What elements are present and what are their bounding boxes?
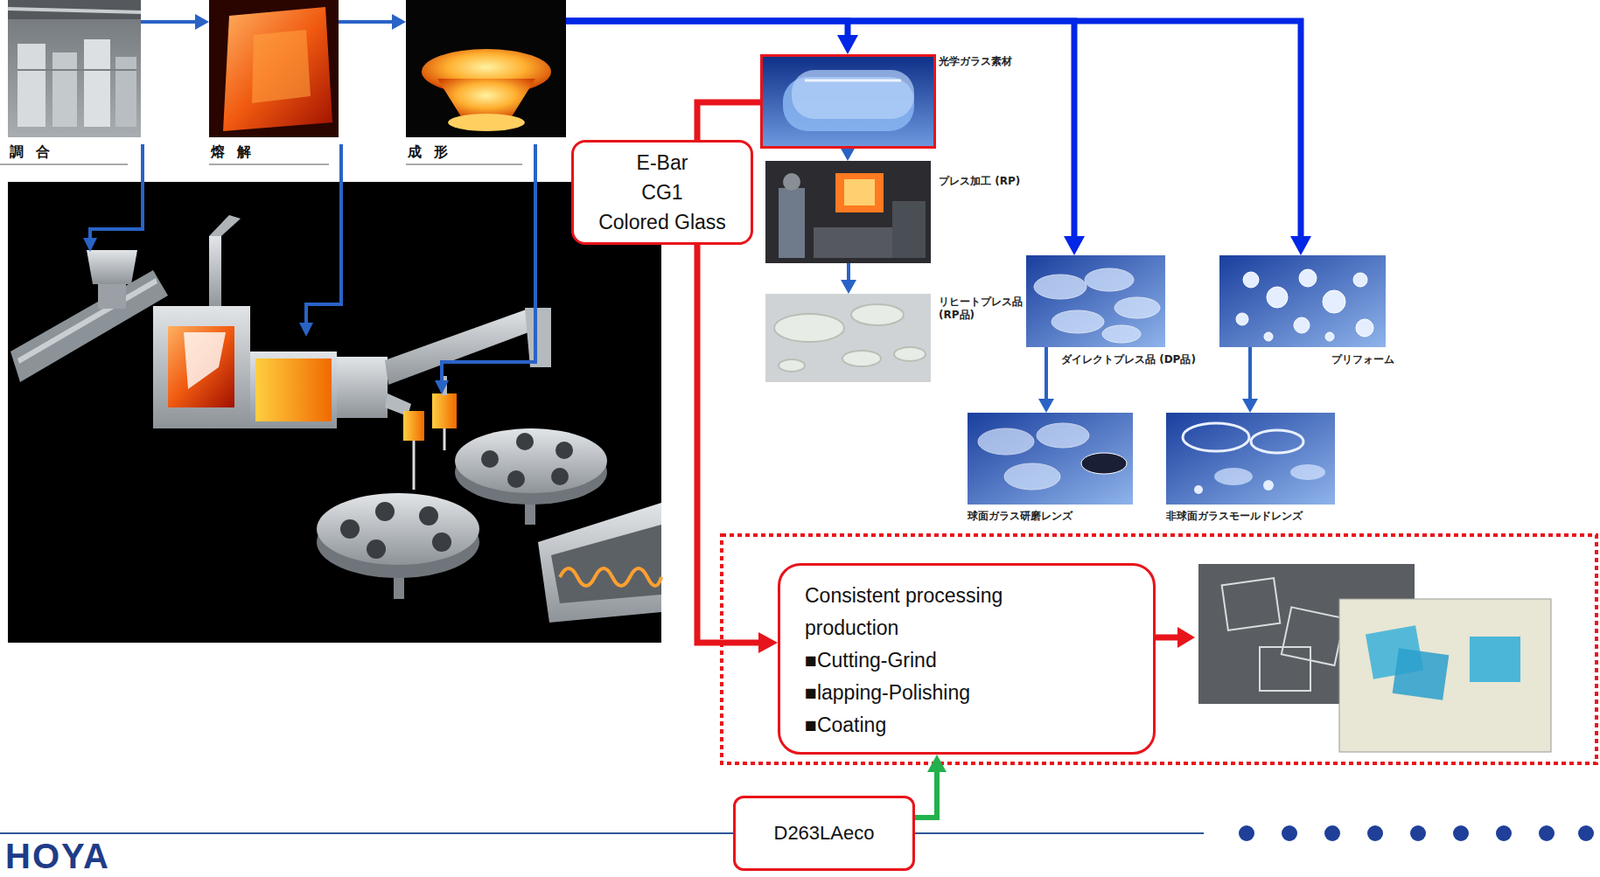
process-arrowhead	[83, 237, 449, 395]
step-underline	[0, 163, 523, 166]
product-photo	[1198, 564, 1552, 753]
connector-line	[697, 102, 761, 140]
box-text: ■lapping-Polishing	[804, 677, 971, 710]
photo-aspherical-mold-lens	[1166, 412, 1335, 505]
arrowhead	[927, 754, 947, 773]
photo-caption: 熔解	[210, 143, 264, 161]
product-photo: ダイレクトプレス品 (DP品)	[1026, 255, 1166, 348]
connector-line	[140, 20, 197, 24]
flow-connector	[565, 20, 1312, 256]
material-box: E-BarCG1Colored Glass	[571, 139, 754, 245]
photo-press-work	[765, 160, 931, 264]
connector-line	[915, 770, 937, 818]
arrowhead	[839, 146, 856, 161]
connector-line	[846, 263, 851, 282]
photo-caption: リヒートプレス品 (RP品)	[938, 295, 1030, 322]
flow-connector	[697, 102, 761, 140]
photo-caption: 球面ガラス研磨レンズ	[967, 510, 1073, 524]
photo-optical-glass-blank	[760, 54, 937, 149]
flow-connector	[140, 13, 210, 30]
box-text: Consistent processing production	[804, 579, 1024, 645]
arrowhead	[1063, 236, 1085, 256]
photo-melting	[209, 0, 339, 138]
photo-caption: ダイレクトプレス品 (DP品)	[1061, 353, 1196, 367]
photo-spherical-lens	[967, 412, 1133, 505]
product-photo: プレス加工 (RP)	[765, 160, 931, 264]
arrowhead	[1242, 398, 1258, 413]
arrowhead	[840, 279, 857, 294]
photo-reheat-press-product	[765, 293, 931, 383]
process-photo: 熔解	[209, 0, 339, 138]
connector-line	[1044, 347, 1049, 401]
photo-preform	[1219, 255, 1386, 348]
process-arrow	[90, 144, 536, 383]
photo-forming	[405, 0, 566, 138]
flow-connector	[915, 754, 947, 818]
flow-connector	[565, 20, 1085, 256]
photo-caption: 光学ガラス素材	[938, 55, 1013, 69]
photo-caption: 非球面ガラスモールドレンズ	[1166, 510, 1303, 524]
flow-connector	[1038, 347, 1055, 413]
box-text: D263LAeco	[774, 818, 875, 849]
material-box: D263LAeco	[733, 796, 916, 872]
photo-caption: プリフォーム	[1331, 353, 1395, 367]
product-photo: リヒートプレス品 (RP品)	[765, 293, 931, 383]
flow-connector	[839, 146, 856, 161]
photo-direct-press-product	[1026, 255, 1166, 348]
product-photo: 光学ガラス素材	[760, 54, 937, 149]
box-text: ■Coating	[804, 709, 887, 742]
flow-connector	[697, 244, 778, 654]
process-box: Consistent processing production■Cutting…	[777, 563, 1156, 755]
company-logo: HOYA	[5, 838, 111, 875]
photo-caption: プレス加工 (RP)	[938, 174, 1021, 189]
connector-line	[697, 244, 761, 643]
furnace-illustration	[7, 181, 662, 643]
flow-connector	[1242, 347, 1258, 413]
arrowhead	[837, 34, 859, 55]
arrowhead	[195, 13, 210, 30]
photo-caption: 調合	[9, 143, 63, 161]
flow-connector	[338, 13, 406, 30]
connector-line	[1248, 347, 1252, 401]
box-text: Colored Glass	[598, 207, 727, 238]
flow-connector	[840, 263, 857, 294]
photo-caption: 成形	[407, 143, 461, 161]
arrowhead	[391, 13, 406, 30]
product-photo: プリフォーム	[1219, 255, 1386, 348]
box-text: CG1	[641, 177, 683, 208]
arrowhead	[1290, 236, 1312, 256]
arrowhead	[758, 632, 778, 654]
flow-connector	[565, 20, 859, 55]
box-text: ■Cutting-Grind	[804, 644, 937, 678]
arrowhead	[1038, 398, 1055, 413]
photo-blending	[7, 0, 141, 138]
processing-region	[721, 535, 1597, 764]
product-photo: 球面ガラス研磨レンズ	[967, 412, 1133, 505]
product-photo: 非球面ガラスモールドレンズ	[1166, 412, 1335, 505]
process-photo: 調合	[7, 0, 141, 138]
process-photo: 成形	[405, 0, 566, 138]
connector-line	[338, 20, 394, 24]
box-text: E-Bar	[636, 147, 689, 178]
